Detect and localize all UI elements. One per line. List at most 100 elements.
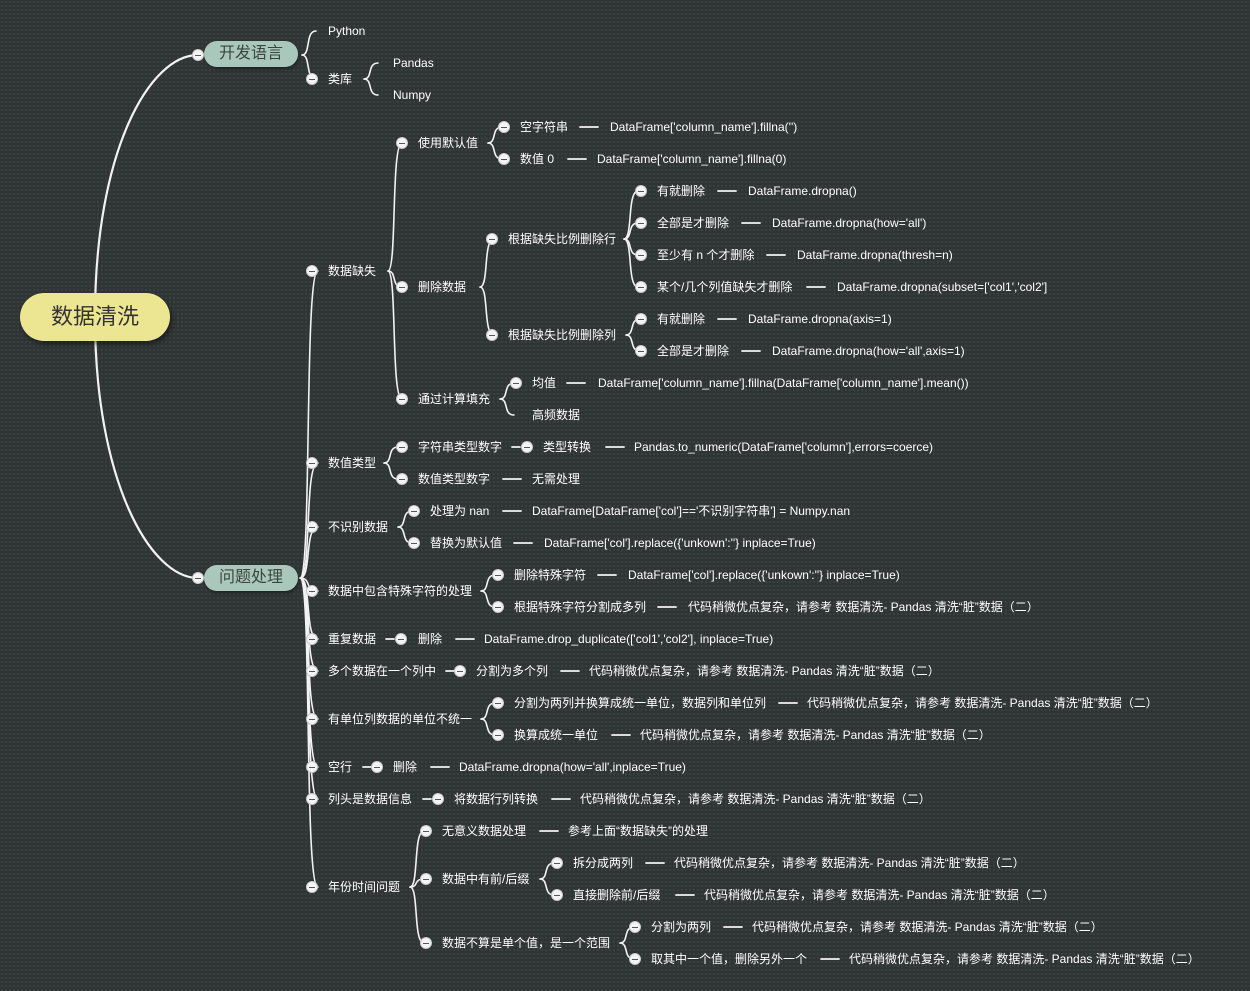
node-n75[interactable]: 代码稍微优点复杂，请参考 数据清洗- Pandas 清洗“脏”数据（二） xyxy=(849,952,1200,966)
collapse-toggle-n22[interactable] xyxy=(635,313,647,325)
collapse-toggle-n30[interactable] xyxy=(306,457,318,469)
collapse-toggle-n12[interactable] xyxy=(486,233,498,245)
node-n54[interactable]: 代码稍微优点复杂，请参考 数据清洗- Pandas 清洗“脏”数据（二） xyxy=(807,696,1158,710)
node-n74[interactable]: 取其中一个值，删除另外一个 xyxy=(651,952,808,966)
collapse-toggle-n21[interactable] xyxy=(486,329,498,341)
node-n19[interactable]: 某个/几个列值缺失才删除 xyxy=(657,280,793,294)
node-n9[interactable]: 数值 0 xyxy=(520,152,555,166)
node-n63[interactable]: 年份时间问题 xyxy=(328,880,401,894)
node-n6[interactable]: 使用默认值 xyxy=(418,136,479,150)
node-n72[interactable]: 分割为两列 xyxy=(651,920,712,934)
collapse-toggle-n72[interactable] xyxy=(629,921,641,933)
collapse-toggle-problem-handling[interactable] xyxy=(192,572,204,584)
node-n44[interactable]: 根据特殊字符分割成多列 xyxy=(514,600,647,614)
collapse-toggle-n50[interactable] xyxy=(454,665,466,677)
root-node[interactable]: 数据清洗 xyxy=(20,293,170,341)
node-n29[interactable]: 高频数据 xyxy=(532,408,581,422)
collapse-toggle-n6[interactable] xyxy=(396,137,408,149)
collapse-toggle-n7[interactable] xyxy=(498,121,510,133)
node-n60[interactable]: 列头是数据信息 xyxy=(328,792,413,806)
node-n17[interactable]: 至少有 n 个才删除 xyxy=(657,248,755,262)
node-n49[interactable]: 多个数据在一个列中 xyxy=(328,664,437,678)
node-n12[interactable]: 根据缺失比例删除行 xyxy=(508,232,617,246)
node-n41[interactable]: 数据中包含特殊字符的处理 xyxy=(328,584,473,598)
node-n69[interactable]: 直接删除前/后缀 xyxy=(573,888,661,902)
collapse-toggle-n71[interactable] xyxy=(420,937,432,949)
collapse-toggle-n55[interactable] xyxy=(492,729,504,741)
collapse-toggle-n39[interactable] xyxy=(408,537,420,549)
node-n11[interactable]: 删除数据 xyxy=(418,280,467,294)
collapse-toggle-n36[interactable] xyxy=(306,521,318,533)
node-n53[interactable]: 分割为两列并换算成统一单位，数据列和单位列 xyxy=(514,696,767,710)
node-n1[interactable]: Python xyxy=(328,24,366,38)
node-n16[interactable]: DataFrame.dropna(how='all') xyxy=(772,216,927,230)
collapse-toggle-n44[interactable] xyxy=(492,601,504,613)
node-n15[interactable]: 全部是才删除 xyxy=(657,216,730,230)
node-n8[interactable]: DataFrame['column_name'].fillna('') xyxy=(610,120,798,134)
node-n3[interactable]: Pandas xyxy=(393,56,434,70)
collapse-toggle-n15[interactable] xyxy=(635,217,647,229)
node-n18[interactable]: DataFrame.dropna(thresh=n) xyxy=(797,248,953,262)
collapse-toggle-n67[interactable] xyxy=(551,857,563,869)
collapse-toggle-n27[interactable] xyxy=(510,377,522,389)
node-n59[interactable]: DataFrame.dropna(how='all',inplace=True) xyxy=(459,760,686,774)
collapse-toggle-n19[interactable] xyxy=(635,281,647,293)
node-n70[interactable]: 代码稍微优点复杂，请参考 数据清洗- Pandas 清洗“脏”数据（二） xyxy=(704,888,1055,902)
collapse-toggle-n26[interactable] xyxy=(396,393,408,405)
node-n47[interactable]: 删除 xyxy=(418,632,443,646)
node-n32[interactable]: 类型转换 xyxy=(543,440,592,454)
node-n57[interactable]: 空行 xyxy=(328,760,353,774)
node-n28[interactable]: DataFrame['column_name'].fillna(DataFram… xyxy=(598,376,969,390)
collapse-toggle-n61[interactable] xyxy=(432,793,444,805)
node-n25[interactable]: DataFrame.dropna(how='all',axis=1) xyxy=(772,344,965,358)
node-n67[interactable]: 拆分成两列 xyxy=(573,856,634,870)
collapse-toggle-n24[interactable] xyxy=(635,345,647,357)
node-n51[interactable]: 代码稍微优点复杂，请参考 数据清洗- Pandas 清洗“脏”数据（二） xyxy=(589,664,940,678)
collapse-toggle-n9[interactable] xyxy=(498,153,510,165)
node-n30[interactable]: 数值类型 xyxy=(328,456,377,470)
collapse-toggle-n42[interactable] xyxy=(492,569,504,581)
topic-problem-handling[interactable]: 问题处理 xyxy=(204,565,298,591)
collapse-toggle-n41[interactable] xyxy=(306,585,318,597)
node-n35[interactable]: 无需处理 xyxy=(532,472,581,486)
node-n24[interactable]: 全部是才删除 xyxy=(657,344,730,358)
collapse-toggle-n74[interactable] xyxy=(629,953,641,965)
collapse-toggle-n5[interactable] xyxy=(306,265,318,277)
node-n22[interactable]: 有就删除 xyxy=(657,312,706,326)
node-n23[interactable]: DataFrame.dropna(axis=1) xyxy=(748,312,892,326)
node-n39[interactable]: 替换为默认值 xyxy=(430,536,503,550)
topic-dev-language[interactable]: 开发语言 xyxy=(204,41,298,67)
collapse-toggle-n34[interactable] xyxy=(396,473,408,485)
collapse-toggle-n66[interactable] xyxy=(420,873,432,885)
collapse-toggle-n49[interactable] xyxy=(306,665,318,677)
node-n13[interactable]: 有就删除 xyxy=(657,184,706,198)
collapse-toggle-dev-language[interactable] xyxy=(192,49,204,61)
node-n56[interactable]: 代码稍微优点复杂，请参考 数据清洗- Pandas 清洗“脏”数据（二） xyxy=(640,728,991,742)
node-n66[interactable]: 数据中有前/后缀 xyxy=(442,872,530,886)
node-n2[interactable]: 类库 xyxy=(328,72,353,86)
node-n65[interactable]: 参考上面“数据缺失”的处理 xyxy=(568,824,708,838)
node-n21[interactable]: 根据缺失比例删除列 xyxy=(508,328,617,342)
node-n10[interactable]: DataFrame['column_name'].fillna(0) xyxy=(597,152,787,166)
node-n46[interactable]: 重复数据 xyxy=(328,632,377,646)
node-n73[interactable]: 代码稍微优点复杂，请参考 数据清洗- Pandas 清洗“脏”数据（二） xyxy=(752,920,1103,934)
collapse-toggle-n32[interactable] xyxy=(521,441,533,453)
node-n31[interactable]: 字符串类型数字 xyxy=(418,440,503,454)
node-n52[interactable]: 有单位列数据的单位不统一 xyxy=(328,712,473,726)
node-n42[interactable]: 删除特殊字符 xyxy=(514,568,587,582)
collapse-toggle-n2[interactable] xyxy=(306,73,318,85)
collapse-toggle-n58[interactable] xyxy=(371,761,383,773)
node-n68[interactable]: 代码稍微优点复杂，请参考 数据清洗- Pandas 清洗“脏”数据（二） xyxy=(674,856,1025,870)
node-n34[interactable]: 数值类型数字 xyxy=(418,472,491,486)
collapse-toggle-n60[interactable] xyxy=(306,793,318,805)
node-n20[interactable]: DataFrame.dropna(subset=['col1','col2'] xyxy=(837,280,1048,294)
node-n48[interactable]: DataFrame.drop_duplicate(['col1','col2']… xyxy=(484,632,774,646)
collapse-toggle-n31[interactable] xyxy=(396,441,408,453)
collapse-toggle-n57[interactable] xyxy=(306,761,318,773)
node-n45[interactable]: 代码稍微优点复杂，请参考 数据清洗- Pandas 清洗“脏”数据（二） xyxy=(688,600,1039,614)
node-n62[interactable]: 代码稍微优点复杂，请参考 数据清洗- Pandas 清洗“脏”数据（二） xyxy=(580,792,931,806)
node-n26[interactable]: 通过计算填充 xyxy=(418,392,491,406)
node-n5[interactable]: 数据缺失 xyxy=(328,264,377,278)
node-n7[interactable]: 空字符串 xyxy=(520,120,569,134)
collapse-toggle-n17[interactable] xyxy=(635,249,647,261)
